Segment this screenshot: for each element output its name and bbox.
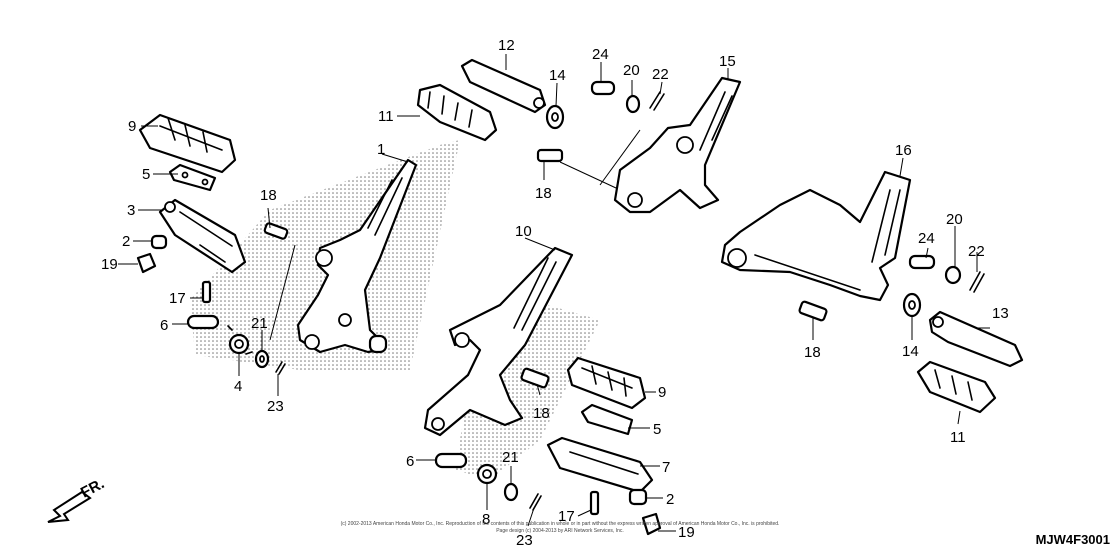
passenger-step-holder-15[interactable] [613, 76, 742, 214]
diagram-code: MJW4F3001 [1035, 532, 1110, 547]
footpeg-plate-right[interactable] [580, 403, 634, 436]
callout-24-top[interactable]: 24 [592, 46, 609, 63]
pin-6-left[interactable] [186, 314, 220, 330]
callout-17-right[interactable]: 17 [558, 508, 575, 525]
callout-23-right[interactable]: 23 [516, 532, 533, 549]
cotter-pin-23-left[interactable] [275, 361, 286, 375]
callout-10[interactable]: 10 [515, 223, 532, 240]
spring-8[interactable] [476, 463, 498, 485]
callout-20-top[interactable]: 20 [623, 62, 640, 79]
callout-9-right[interactable]: 9 [658, 384, 666, 401]
callout-19-left[interactable]: 19 [101, 256, 118, 273]
callout-19-right[interactable]: 19 [678, 524, 695, 541]
bolt-18-d[interactable] [520, 367, 550, 389]
bolt-24-right[interactable] [908, 254, 936, 270]
rubber-11-right[interactable] [916, 360, 997, 414]
callout-5-right[interactable]: 5 [653, 421, 661, 438]
cotter-pin-22-right[interactable] [969, 271, 985, 293]
step-holder-left[interactable] [296, 158, 418, 354]
footpeg-rubber-left[interactable] [138, 113, 237, 174]
footpeg-right[interactable] [546, 436, 654, 494]
copyright-line-1: (c) 2002-2013 American Honda Motor Co., … [340, 521, 780, 527]
rubber-11-top[interactable] [416, 83, 498, 142]
collar-right[interactable] [628, 488, 648, 506]
callout-23-left[interactable]: 23 [267, 398, 284, 415]
bolt-19-right[interactable] [641, 512, 662, 536]
callout-1[interactable]: 1 [377, 141, 385, 158]
step-holder-right[interactable] [423, 246, 574, 437]
callout-6-left[interactable]: 6 [160, 317, 168, 334]
cotter-pin-22-top[interactable] [649, 91, 665, 111]
footpeg-plate-left[interactable] [168, 163, 217, 192]
bolt-19-left[interactable] [136, 252, 157, 274]
callout-5-left[interactable]: 5 [142, 166, 150, 183]
callout-18-c[interactable]: 18 [804, 344, 821, 361]
callout-2-right[interactable]: 2 [666, 491, 674, 508]
callout-12[interactable]: 12 [498, 37, 515, 54]
callout-24-right[interactable]: 24 [918, 230, 935, 247]
callout-14-right[interactable]: 14 [902, 343, 919, 360]
callout-11-right[interactable]: 11 [950, 429, 966, 446]
bolt-18-b[interactable] [536, 148, 564, 163]
passenger-step-holder-16[interactable] [720, 170, 912, 302]
bolt-18-c[interactable] [798, 300, 828, 322]
collar-left[interactable] [150, 234, 168, 250]
passenger-footpeg-13[interactable] [928, 310, 1024, 368]
callout-21-right[interactable]: 21 [502, 449, 519, 466]
callout-18-b[interactable]: 18 [535, 185, 552, 202]
callout-15[interactable]: 15 [719, 53, 736, 70]
callout-20-right[interactable]: 20 [946, 211, 963, 228]
callout-8[interactable]: 8 [482, 511, 490, 528]
callout-11-top[interactable]: 11 [378, 108, 394, 125]
washer-14-top[interactable] [545, 104, 565, 130]
copyright-line-2: Page design (c) 2004-2013 by ARI Network… [496, 528, 624, 534]
callout-numbers: 9 5 3 2 19 17 6 4 21 23 18 1 11 12 14 24… [101, 37, 1009, 549]
cotter-pin-23-right[interactable] [529, 493, 542, 511]
callout-16[interactable]: 16 [895, 142, 912, 159]
callout-6-right[interactable]: 6 [406, 453, 414, 470]
callout-14-top[interactable]: 14 [549, 67, 566, 84]
washer-21-left[interactable] [254, 349, 270, 369]
copyright-notice: (c) 2002-2013 American Honda Motor Co., … [0, 521, 1120, 535]
leader-lines [118, 54, 990, 532]
callout-18-a[interactable]: 18 [260, 187, 277, 204]
pin-17-right[interactable] [589, 490, 600, 516]
callout-22-top[interactable]: 22 [652, 66, 669, 83]
nut-20-right[interactable] [944, 265, 962, 285]
washer-14-right[interactable] [902, 292, 922, 318]
callout-7[interactable]: 7 [662, 459, 670, 476]
shading-right-center [455, 300, 600, 480]
pin-17-left[interactable] [201, 280, 212, 304]
callout-2-left[interactable]: 2 [122, 233, 130, 250]
callout-13[interactable]: 13 [992, 305, 1009, 322]
callout-22-right[interactable]: 22 [968, 243, 985, 260]
footpeg-rubber-right[interactable] [566, 356, 647, 410]
callout-9-left[interactable]: 9 [128, 118, 136, 135]
footpeg-left[interactable] [158, 198, 247, 274]
callout-18-d[interactable]: 18 [533, 405, 550, 422]
callout-3[interactable]: 3 [127, 202, 135, 219]
front-direction-arrow: FR. [47, 475, 107, 523]
passenger-footpeg-12[interactable] [460, 58, 547, 114]
bolt-24-top[interactable] [590, 80, 616, 96]
pin-6-right[interactable] [434, 452, 468, 469]
washer-21-right[interactable] [503, 482, 519, 502]
callout-4[interactable]: 4 [234, 378, 242, 395]
callout-17-left[interactable]: 17 [169, 290, 186, 307]
nut-20-top[interactable] [625, 94, 641, 114]
callout-21-left[interactable]: 21 [251, 315, 268, 332]
